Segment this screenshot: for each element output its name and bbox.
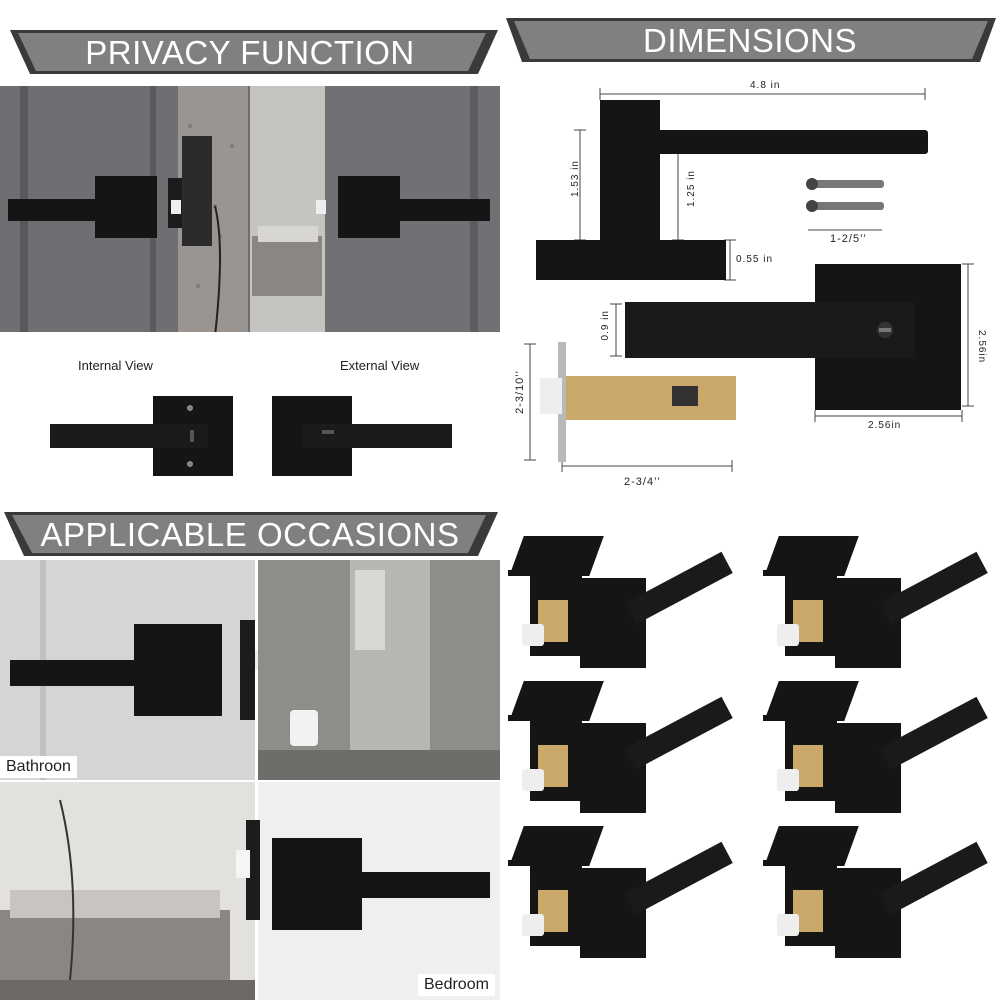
bedroom-caption: Bedroom	[418, 974, 495, 996]
dimension-drawing	[524, 88, 974, 472]
applicable-occasions-banner: APPLICABLE OCCASIONS	[0, 510, 500, 558]
height-lever-dim: 1.25 in	[686, 170, 697, 208]
latch-height-dim: 2-3/10’’	[514, 370, 526, 414]
rose-width-dim: 2.56in	[868, 420, 902, 431]
privacy-function-panel: PRIVACY FUNCTION Internal V	[0, 0, 500, 500]
internal-view-handle	[50, 396, 233, 476]
lever-length-dim: 4.8 in	[750, 80, 781, 91]
dimensions-panel: DIMENSIONS 4.8 in 1.53 in	[500, 0, 1000, 500]
height-total-dim: 1.53 in	[570, 160, 581, 198]
occasions-photos	[0, 560, 500, 1000]
latch-length-dim: 2-3/4’’	[624, 476, 661, 488]
screw-length-dim: 1-2/5’’	[830, 233, 867, 245]
rose-thickness-dim: 0.55 in	[736, 254, 774, 265]
lock-sets-grid	[508, 536, 988, 958]
bathroom-caption: Bathroon	[0, 756, 77, 778]
dimensions-title: DIMENSIONS	[642, 22, 858, 59]
internal-view-label: Internal View	[78, 358, 153, 373]
external-view-label: External View	[340, 358, 420, 373]
lever-width-dim: 0.9 in	[600, 310, 611, 341]
dimensions-banner: DIMENSIONS	[500, 16, 1000, 64]
privacy-function-title: PRIVACY FUNCTION	[85, 34, 415, 71]
rose-height-dim: 2.56in	[976, 330, 987, 364]
lock-sets-panel	[500, 500, 1000, 1000]
door-photo	[0, 86, 500, 337]
privacy-function-banner: PRIVACY FUNCTION	[0, 28, 500, 76]
applicable-occasions-title: APPLICABLE OCCASIONS	[40, 516, 460, 553]
external-view-handle	[272, 396, 452, 476]
applicable-occasions-panel: APPLICABLE OCCASIONS Bathroon Bedroom	[0, 500, 500, 1000]
